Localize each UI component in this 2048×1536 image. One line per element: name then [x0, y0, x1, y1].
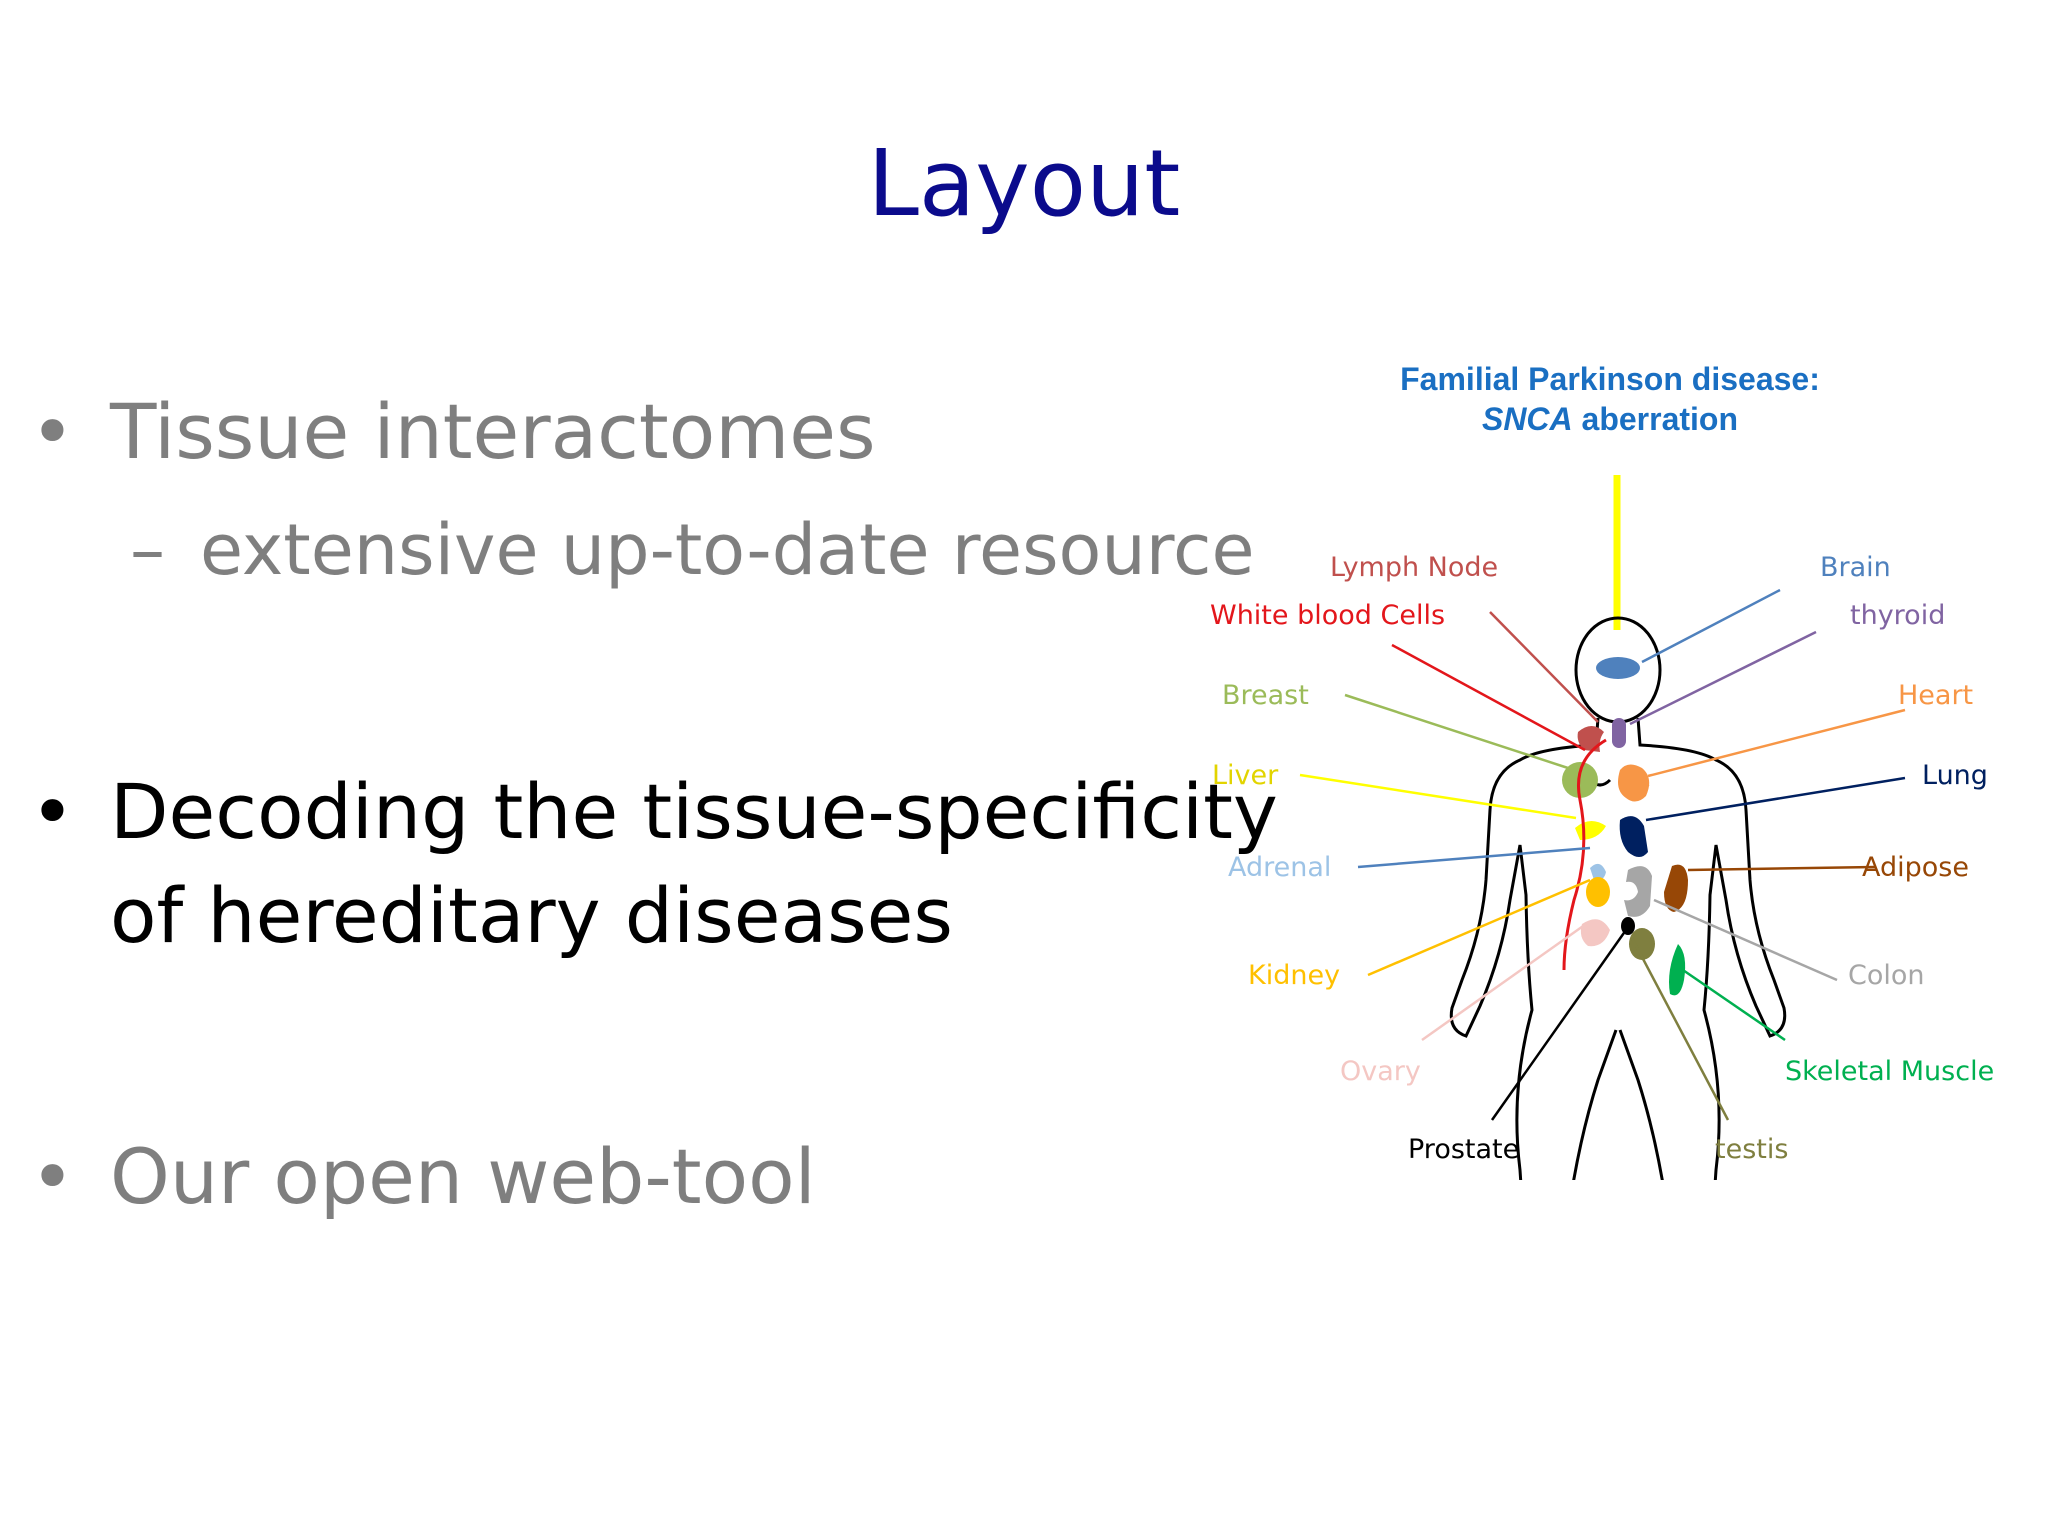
figure-title-gene: SNCA: [1482, 401, 1573, 437]
prostate-line: [1490, 929, 1628, 1121]
liver-line: [1299, 773, 1577, 820]
adipose-line: [1687, 865, 1876, 872]
bullet-text: Tissue interactomes: [110, 387, 876, 476]
connector-lines: [1299, 588, 1906, 1121]
bullet-dot: •: [30, 1132, 75, 1221]
bullet-dot: •: [30, 767, 75, 856]
label-lung: Lung: [1922, 760, 1988, 791]
label-brain: Brain: [1820, 552, 1891, 583]
label-adrenal: Adrenal: [1228, 852, 1331, 883]
label-kidney: Kidney: [1248, 960, 1340, 991]
bullet-dot: •: [30, 387, 75, 476]
organs: [1562, 657, 1688, 996]
label-breast: Breast: [1222, 680, 1309, 711]
label-heart: Heart: [1898, 680, 1973, 711]
ovary-organ: [1580, 919, 1610, 947]
heart-organ: [1618, 764, 1650, 802]
label-adipose: Adipose: [1862, 852, 1969, 883]
ovary-line: [1421, 922, 1587, 1042]
lymph-node-line: [1489, 611, 1599, 723]
bullet-list: • Tissue interactomes –extensive up-to-d…: [30, 387, 1278, 1221]
figure-title-line1: Familial Parkinson disease:: [1400, 361, 1820, 397]
thyroid-organ: [1612, 718, 1626, 748]
label-testis: testis: [1715, 1134, 1788, 1165]
white-blood-cells-line: [1391, 643, 1586, 752]
slide-title: Layout: [867, 130, 1181, 237]
label-ovary: Ovary: [1340, 1056, 1421, 1087]
kidney-line: [1367, 878, 1591, 977]
tissue-body-diagram: Familial Parkinson disease: SNCA aberrat…: [1210, 361, 1994, 1180]
testis-line: [1630, 937, 1730, 1121]
bullet-text: Decoding the tissue-specificity: [110, 767, 1278, 856]
breast-line: [1344, 693, 1569, 770]
label-white-blood-cells: White blood Cells: [1210, 600, 1445, 631]
sub-bullet-dash: –: [130, 509, 165, 591]
label-thyroid: thyroid: [1850, 600, 1945, 631]
skeletal-muscle-organ: [1669, 944, 1686, 996]
label-prostate: Prostate: [1408, 1134, 1519, 1165]
testis-organ: [1629, 928, 1655, 960]
colon-line: [1653, 898, 1838, 982]
label-colon: Colon: [1848, 960, 1925, 991]
kidney-organ: [1586, 877, 1610, 907]
sub-bullet-resource: –extensive up-to-date resource: [130, 505, 1255, 595]
colon-organ: [1624, 866, 1652, 917]
sub-bullet-text: extensive up-to-date resource: [200, 509, 1255, 591]
liver-organ: [1575, 820, 1606, 840]
brain-line: [1641, 588, 1781, 664]
adrenal-organ: [1590, 863, 1606, 881]
white-blood-cells-vessel: [1562, 738, 1607, 971]
figure-title-rest: aberration: [1573, 401, 1738, 437]
lung-organ: [1619, 816, 1648, 857]
thyroid-line: [1629, 630, 1817, 726]
heart-line: [1647, 708, 1906, 778]
skeletal-muscle-line: [1679, 966, 1786, 1042]
label-lymph-node: Lymph Node: [1330, 552, 1498, 583]
body-outline: [1449, 616, 1787, 1180]
lung-line: [1645, 776, 1906, 822]
adrenal-line: [1357, 846, 1591, 869]
figure-title-line2: SNCA aberration: [1482, 401, 1738, 437]
label-skeletal-muscle: Skeletal Muscle: [1785, 1056, 1994, 1087]
adipose-organ: [1664, 864, 1688, 912]
bullet-text: Our open web-tool: [110, 1132, 816, 1221]
label-liver: Liver: [1212, 760, 1279, 791]
bullet-text-line2: of hereditary diseases: [110, 871, 954, 960]
brain-organ: [1596, 657, 1640, 679]
